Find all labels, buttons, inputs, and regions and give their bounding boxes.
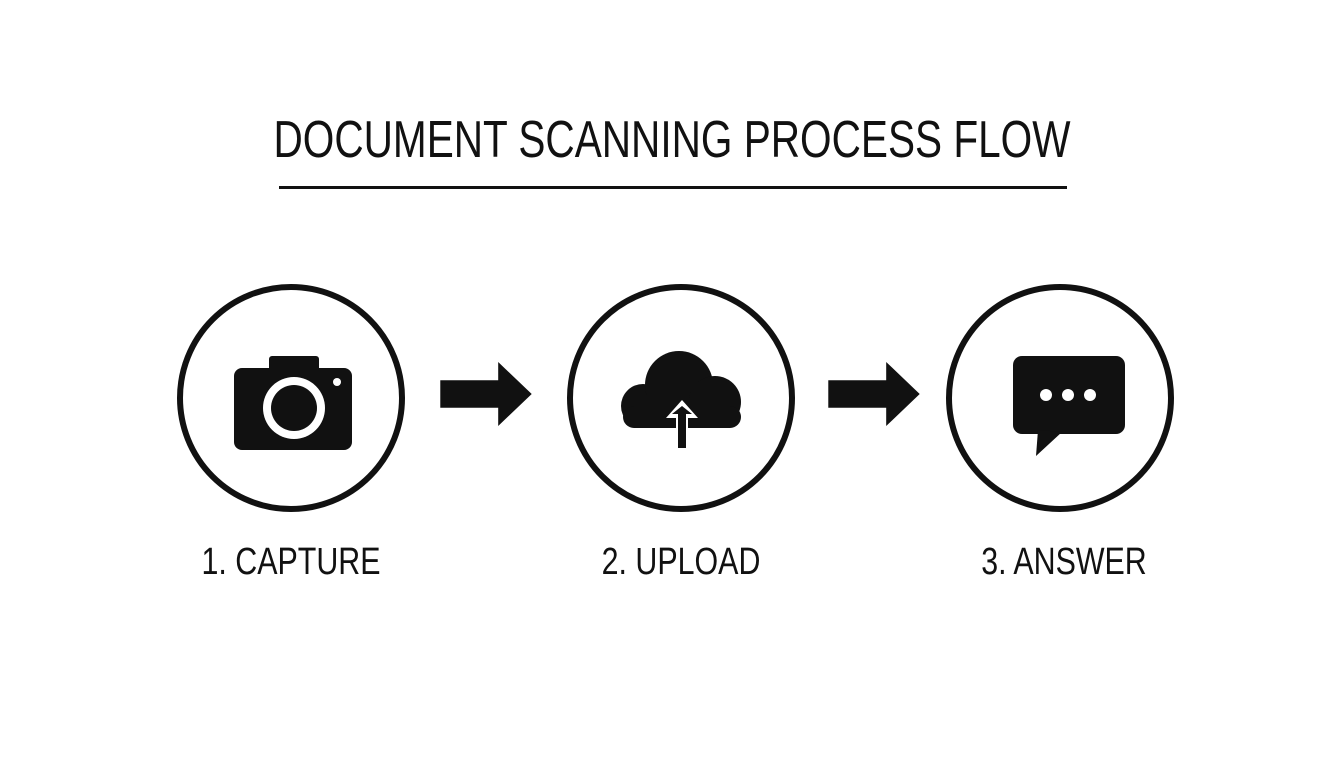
right-arrow-icon xyxy=(440,362,532,426)
step-capture-label: 1. CAPTURE xyxy=(201,541,381,583)
camera-icon xyxy=(234,356,352,450)
diagram-title: DOCUMENT SCANNING PROCESS FLOW xyxy=(273,111,1071,169)
cloud-upload-icon xyxy=(621,351,741,454)
chat-bubble-icon xyxy=(1013,356,1125,456)
step-upload-circle xyxy=(567,284,795,512)
step-upload-label: 2. UPLOAD xyxy=(601,541,761,583)
step-answer-circle xyxy=(946,284,1174,512)
step-capture-circle xyxy=(177,284,405,512)
right-arrow-icon xyxy=(828,362,920,426)
title-underline xyxy=(279,186,1067,189)
step-answer-label: 3. ANSWER xyxy=(981,541,1147,583)
